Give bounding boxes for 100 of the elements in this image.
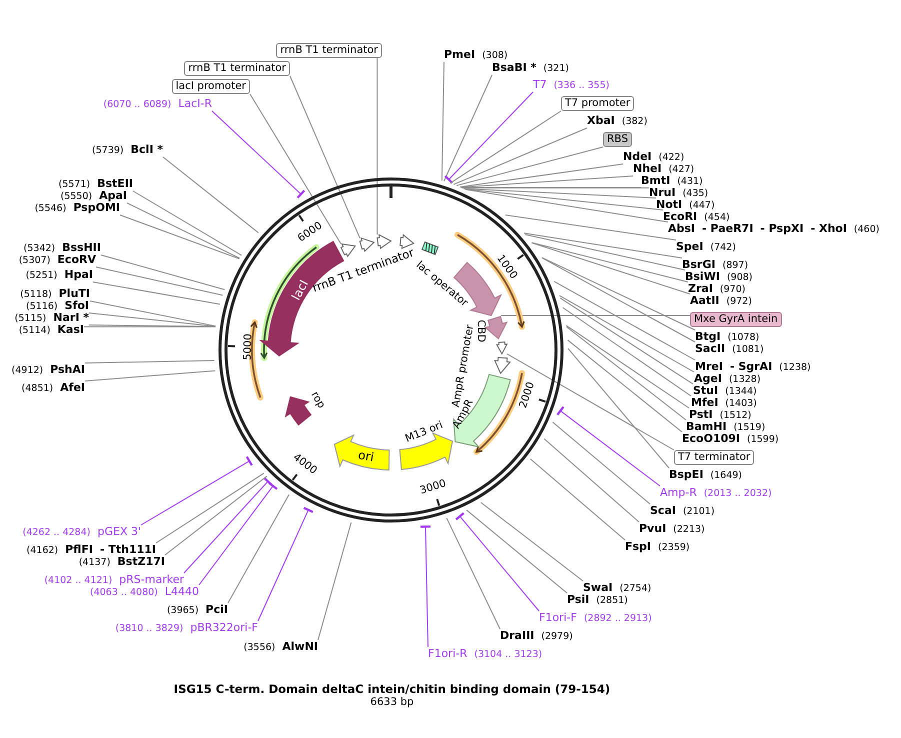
leader-line [441, 62, 444, 181]
feature-label: lacI promoter [172, 79, 250, 94]
leader-line [100, 254, 226, 290]
site-position: (5116) [26, 301, 58, 312]
site-position: (742) [710, 242, 736, 253]
leader-line [90, 300, 216, 327]
site-position: (1238) [779, 362, 811, 373]
site-position: (5114) [18, 325, 50, 336]
leader-line [460, 176, 634, 188]
site-position: (5118) [20, 289, 52, 300]
enzyme-name: AgeI [694, 372, 722, 385]
leader-line [444, 74, 492, 182]
enzyme-name: ApaI [99, 189, 127, 202]
enzyme-name: PvuI [639, 522, 666, 535]
leader-line [500, 315, 690, 316]
leader-line [506, 353, 674, 450]
site-position: (3965) [166, 605, 199, 616]
site-position: (2892 .. 2913) [584, 613, 652, 624]
feature-label: Mxe GyrA intein [690, 312, 782, 327]
terminator-symbol [376, 234, 392, 249]
leader-line [419, 525, 432, 648]
enzyme-name: BsaBI * [492, 61, 536, 74]
enzyme-name: SacII [695, 342, 726, 355]
leader-line [466, 510, 568, 594]
leader-line [96, 266, 224, 296]
feature-label: T7 terminator [674, 450, 754, 465]
leader-line [454, 512, 540, 612]
site-position: (308) [482, 50, 508, 61]
leader-line [524, 234, 686, 270]
enzyme-name: PluTI [58, 287, 90, 300]
feature-label: rrnB T1 terminator [276, 43, 382, 58]
site-position: (1081) [732, 344, 764, 355]
site-position: (460) [854, 224, 880, 235]
enzyme-name: NheI [633, 162, 662, 175]
leader-line [504, 214, 676, 240]
leader-line [450, 110, 562, 184]
site-position: (4851) [22, 383, 54, 394]
site-position: (1519) [734, 422, 766, 433]
leader-line [250, 94, 342, 244]
site-position: (908) [726, 272, 752, 283]
enzyme-name: BstZ17I [117, 555, 165, 568]
enzyme-name: EcoRI [663, 210, 698, 223]
leader-line [212, 110, 306, 199]
leader-line [88, 312, 216, 327]
leader-line [544, 438, 640, 522]
enzyme-name: BmtI [641, 174, 670, 187]
enzyme-name: BstEII [97, 177, 133, 190]
leader-line [162, 156, 259, 234]
site-position: (1344) [725, 386, 757, 397]
origin-block: ori [334, 434, 390, 470]
operator-symbol [421, 241, 439, 256]
leader-line [568, 348, 670, 468]
site-position: (970) [720, 284, 746, 295]
site-position: (1078) [728, 332, 760, 343]
site-position: (4162) [26, 545, 58, 556]
site-position: (6070 .. 6089) [103, 99, 172, 110]
leader-line [531, 242, 688, 282]
site-position: (1512) [720, 410, 752, 421]
site-position: (5739) [92, 145, 124, 156]
enzyme-name: PmeI [444, 48, 476, 61]
map-caption: 6633 bp [370, 696, 414, 709]
site-position: (5251) [26, 270, 58, 281]
terminator-symbol [400, 234, 414, 249]
site-position: (447) [689, 200, 715, 211]
enzyme-name: ZraI [688, 282, 713, 295]
enzyme-name: AlwNI [282, 640, 318, 653]
terminator-symbol [496, 342, 508, 354]
site-position: (5546) [34, 203, 66, 214]
site-position: (2101) [682, 506, 715, 517]
enzyme-name: EcoO109I [682, 432, 740, 445]
enzyme-name: MreI [695, 360, 723, 373]
site-position: (972) [726, 296, 752, 307]
leader-line [376, 58, 378, 236]
leader-line [530, 458, 626, 540]
site-position: (5571) [58, 179, 90, 190]
enzyme-name: AatII [690, 294, 720, 307]
enzyme-name: FspI [625, 540, 652, 553]
site-position: (4137) [78, 557, 110, 568]
leader-line [463, 188, 656, 198]
leader-line [258, 506, 314, 622]
enzyme-name: SfoI [64, 299, 89, 312]
leader-line [464, 188, 664, 210]
enzyme-name: - SgrAI [730, 360, 772, 373]
primer-name: T7 [533, 78, 547, 91]
enzyme-name: PciI [206, 603, 228, 616]
leader-line [480, 502, 584, 582]
feature-label: rrnB T1 terminator [184, 61, 290, 76]
leader-line [556, 406, 660, 486]
site-position: (2359) [658, 542, 690, 553]
site-position: (2851) [596, 595, 628, 606]
leader-line [184, 476, 273, 574]
primer-name: F1ori-R [428, 647, 468, 660]
enzyme-name: HpaI [64, 268, 93, 281]
site-position: (2213) [673, 524, 705, 535]
leader-line [567, 340, 682, 432]
enzyme-name: DraIII [500, 629, 534, 642]
enzyme-name: - Tth111I [100, 543, 156, 556]
enzyme-name: ScaI [650, 504, 676, 517]
leader-line [92, 282, 221, 305]
leader-line [459, 164, 624, 188]
